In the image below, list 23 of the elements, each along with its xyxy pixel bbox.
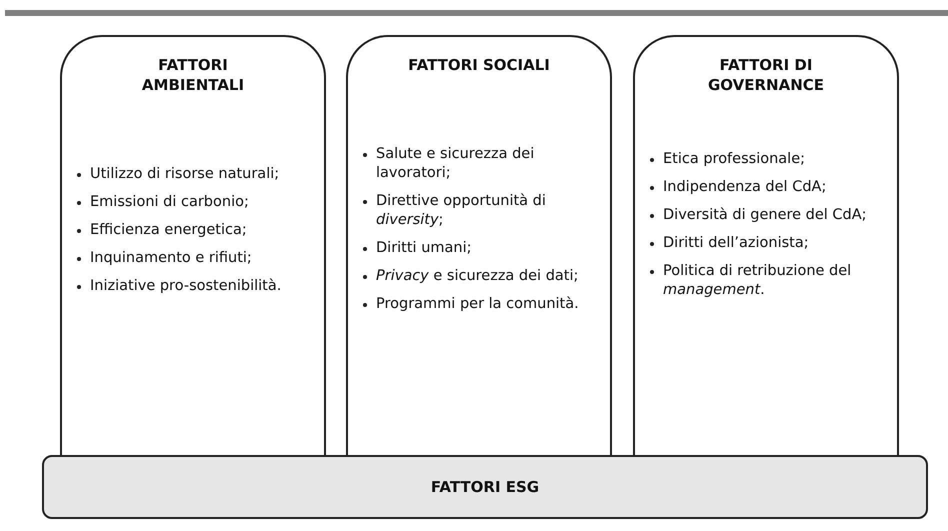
column-heading: FATTORI AMBIENTALI: [140, 55, 246, 95]
bullet-text: Emissioni di carbonio;: [90, 193, 250, 212]
bullet-text: Politica di retribuzione del management.: [663, 262, 852, 300]
pillar-column: [633, 35, 899, 455]
bullet-text: Privacy e sicurezza dei dati;: [376, 267, 580, 286]
bullet-text: Indipendenza del CdA;: [663, 178, 828, 197]
bullet-text: Inquinamento e rifiuti;: [90, 249, 253, 268]
base-bar: [42, 455, 928, 519]
bullet-text: Salute e sicurezza dei lavoratori;: [376, 145, 536, 183]
bullet-text: Direttive opportunità di diversity;: [376, 192, 547, 230]
bullet-text: Etica professionale;: [663, 150, 806, 169]
bullet-text: Diritti dell’azionista;: [663, 234, 810, 253]
pillar-column: [346, 35, 612, 455]
column-heading: FATTORI SOCIALI: [407, 55, 551, 75]
bullet-text: Iniziative pro-sostenibilità.: [90, 277, 282, 296]
pillar-column: [60, 35, 326, 455]
bullet-text: Utilizzo di risorse naturali;: [90, 165, 280, 184]
bullet-text: Diversità di genere del CdA;: [663, 206, 867, 225]
column-heading: FATTORI DI GOVERNANCE: [706, 55, 826, 95]
bullet-text: Programmi per la comunità.: [376, 295, 580, 314]
bullet-text: Efficienza energetica;: [90, 221, 248, 240]
bullet-text: Diritti umani;: [376, 239, 472, 258]
bar-title: FATTORI ESG: [430, 478, 540, 496]
